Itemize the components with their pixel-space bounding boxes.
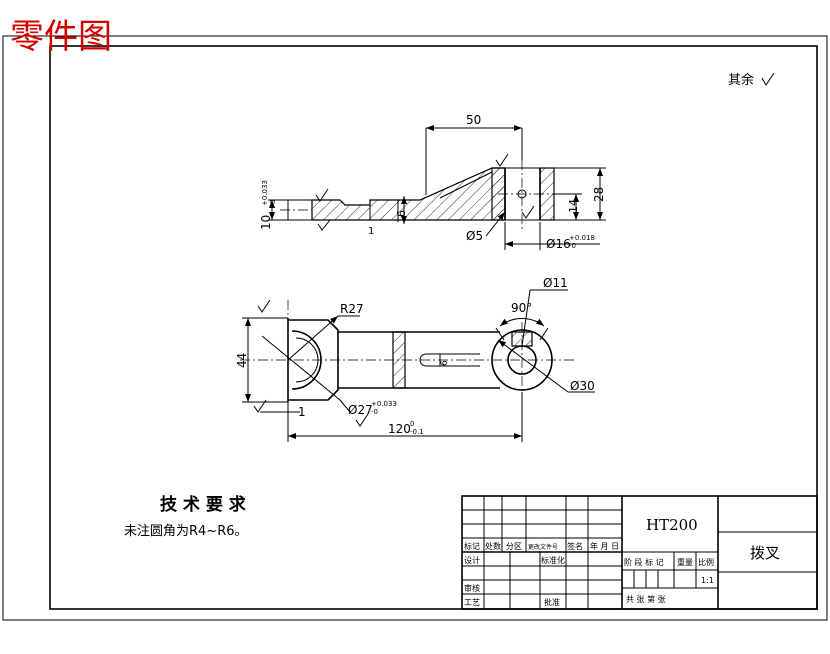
svg-text:28: 28: [592, 187, 606, 202]
svg-text:50: 50: [466, 113, 481, 127]
inner-border: [49, 45, 818, 610]
dim-6-bottom: 6: [439, 354, 450, 366]
title-block: [461, 495, 818, 610]
dim-44: 44: [235, 317, 288, 403]
dim-14: 14: [554, 193, 582, 220]
top-view: [280, 160, 560, 230]
roughness-mark: [317, 219, 331, 231]
svg-text:Ø30: Ø30: [570, 379, 595, 393]
dim-1-bottom: 1: [260, 405, 306, 419]
dim-120: 120 0 -0.1: [287, 392, 523, 442]
dim-dia11: Ø11: [521, 276, 568, 347]
dim-50: 50: [425, 113, 523, 195]
roughness-mark: [521, 205, 535, 219]
tb-stage-labels: 阶 段 标 记: [624, 557, 664, 567]
roughness-mark: [253, 399, 267, 413]
svg-text:6: 6: [440, 360, 450, 366]
tb-sheet-count: 共 张 第 张: [626, 594, 666, 604]
tb-nianyueri: 年 月 日: [590, 541, 619, 551]
roughness-mark: [355, 413, 369, 427]
tb-fenqu: 分区: [506, 542, 522, 551]
tech-title: 技 术 要 求: [160, 494, 246, 515]
roughness-note: 其余: [728, 72, 775, 88]
svg-text:Ø5: Ø5: [466, 229, 483, 243]
tb-pizhun: 批准: [544, 597, 560, 607]
svg-text:-0.1: -0.1: [410, 428, 424, 436]
dim-dia30: Ø30: [497, 339, 595, 393]
header-title: 零件图: [10, 17, 112, 57]
tech-note: 未注圆角为R4~R6。: [124, 524, 248, 539]
svg-text:14: 14: [567, 199, 580, 213]
dim-28: 28: [554, 167, 606, 221]
svg-text:+0.033: +0.033: [261, 180, 269, 206]
svg-text:120: 120: [388, 422, 411, 436]
dim-dia16: Ø16 +0.018 -0: [504, 222, 600, 251]
svg-text:90°: 90°: [511, 301, 532, 315]
roughness-mark: [495, 153, 509, 167]
tb-weight-label: 重量: [677, 557, 693, 567]
material-label: HT200: [646, 516, 698, 534]
tb-biaozhunhua: 标准化: [541, 555, 565, 565]
svg-text:-0: -0: [569, 242, 576, 250]
tb-biaoji: 标记: [464, 541, 480, 551]
svg-text:Ø27: Ø27: [348, 403, 373, 417]
svg-text:Ø11: Ø11: [543, 276, 568, 290]
dim-dia27: Ø27 +0.033 -0: [261, 335, 397, 417]
tb-sheji: 设计: [464, 555, 480, 565]
svg-text:+0.018: +0.018: [569, 234, 595, 242]
tb-gongyi: 工艺: [464, 598, 480, 607]
svg-text:-0: -0: [371, 408, 378, 416]
dim-6-top: 6: [395, 196, 408, 224]
svg-text:Ø16: Ø16: [546, 237, 571, 251]
front-view: [240, 300, 575, 420]
dim-1-top: 1: [368, 226, 374, 237]
svg-text:1: 1: [298, 405, 306, 419]
svg-text:44: 44: [235, 353, 249, 368]
svg-text:10: 10: [259, 215, 273, 230]
tb-scale-label: 比例: [698, 557, 714, 567]
svg-text:6: 6: [395, 210, 408, 217]
tb-qianming: 签名: [567, 541, 583, 551]
tb-shenhe: 审核: [464, 583, 480, 593]
svg-text:0: 0: [269, 200, 277, 204]
tb-gengai: 更改文件号: [528, 543, 558, 551]
tb-scale-value: 1:1: [701, 576, 714, 585]
dim-10: 10 +0.033 0: [259, 180, 288, 230]
svg-text:其余: 其余: [728, 72, 754, 88]
roughness-mark: [257, 299, 271, 313]
roughness-mark: [315, 188, 329, 202]
svg-text:+0.033: +0.033: [371, 400, 397, 408]
tb-chushu: 处数: [485, 541, 501, 551]
svg-text:R27: R27: [340, 302, 364, 316]
dim-dia5: Ø5: [466, 211, 506, 243]
svg-text:0: 0: [410, 420, 414, 428]
part-name: 拨叉: [750, 544, 780, 562]
outer-border: [2, 35, 828, 621]
dim-r27: R27: [287, 302, 364, 361]
